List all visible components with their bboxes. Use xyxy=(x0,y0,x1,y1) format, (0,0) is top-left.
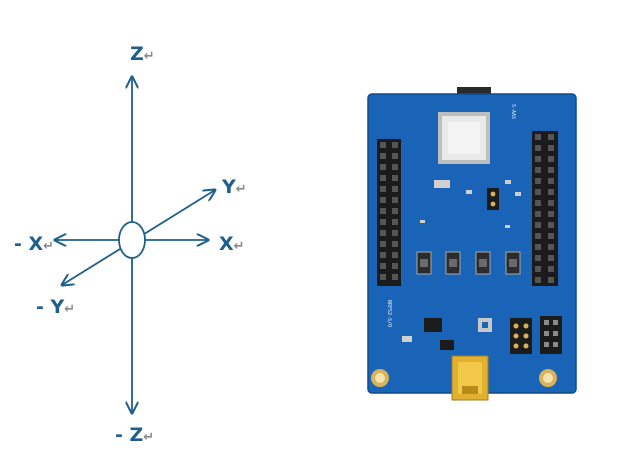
return-mark-icon: ↵ xyxy=(144,49,155,64)
label-z-negative: - Z↵ xyxy=(115,424,154,446)
small-pin-header-icon xyxy=(510,318,532,354)
left-pin-header-icon xyxy=(377,139,401,286)
label-x-negative-text: - X xyxy=(14,233,44,255)
label-y-negative: - Y↵ xyxy=(36,296,75,318)
smd-components xyxy=(420,180,521,228)
coordinate-axes xyxy=(55,77,215,413)
origin-ellipse xyxy=(118,221,146,259)
return-mark-icon: ↵ xyxy=(234,239,245,254)
pcb-board: S-AAS xyxy=(367,87,577,401)
right-pin-header-icon xyxy=(532,131,558,286)
tact-switch-icon xyxy=(416,251,432,275)
label-y-positive-text: Y xyxy=(221,176,236,198)
label-x-positive: X↵ xyxy=(219,233,245,255)
swd-pin-header-icon xyxy=(540,316,562,354)
module-shield-icon xyxy=(438,112,490,164)
antenna-tab xyxy=(457,87,491,96)
mounting-hole-icon xyxy=(539,369,557,387)
label-z-positive-text: Z xyxy=(130,43,144,65)
axis-labels: Z↵ Y↵ - X↵ X↵ - Y↵ - Z↵ xyxy=(14,43,247,446)
tact-switch-icon xyxy=(445,251,461,275)
label-z-negative-text: - Z xyxy=(115,424,143,446)
silk-left-text: NRF52-S/O xyxy=(386,300,392,327)
return-mark-icon: ↵ xyxy=(143,430,154,445)
label-y-negative-text: - Y xyxy=(36,296,65,318)
label-x-negative: - X↵ xyxy=(14,233,54,255)
mini-usb-connector-icon xyxy=(451,355,489,401)
silk-top-text: S-AAS xyxy=(510,104,516,119)
label-y-positive: Y↵ xyxy=(221,176,247,198)
tact-switch-icon xyxy=(475,251,491,275)
return-mark-icon: ↵ xyxy=(236,182,247,197)
lower-components xyxy=(402,318,492,350)
label-z-positive: Z↵ xyxy=(130,43,155,65)
return-mark-icon: ↵ xyxy=(43,239,54,254)
label-x-positive-text: X xyxy=(219,233,234,255)
return-mark-icon: ↵ xyxy=(64,302,75,317)
mounting-hole-icon xyxy=(371,369,389,387)
tact-switch-icon xyxy=(505,251,521,275)
jumper-icon xyxy=(487,188,499,210)
